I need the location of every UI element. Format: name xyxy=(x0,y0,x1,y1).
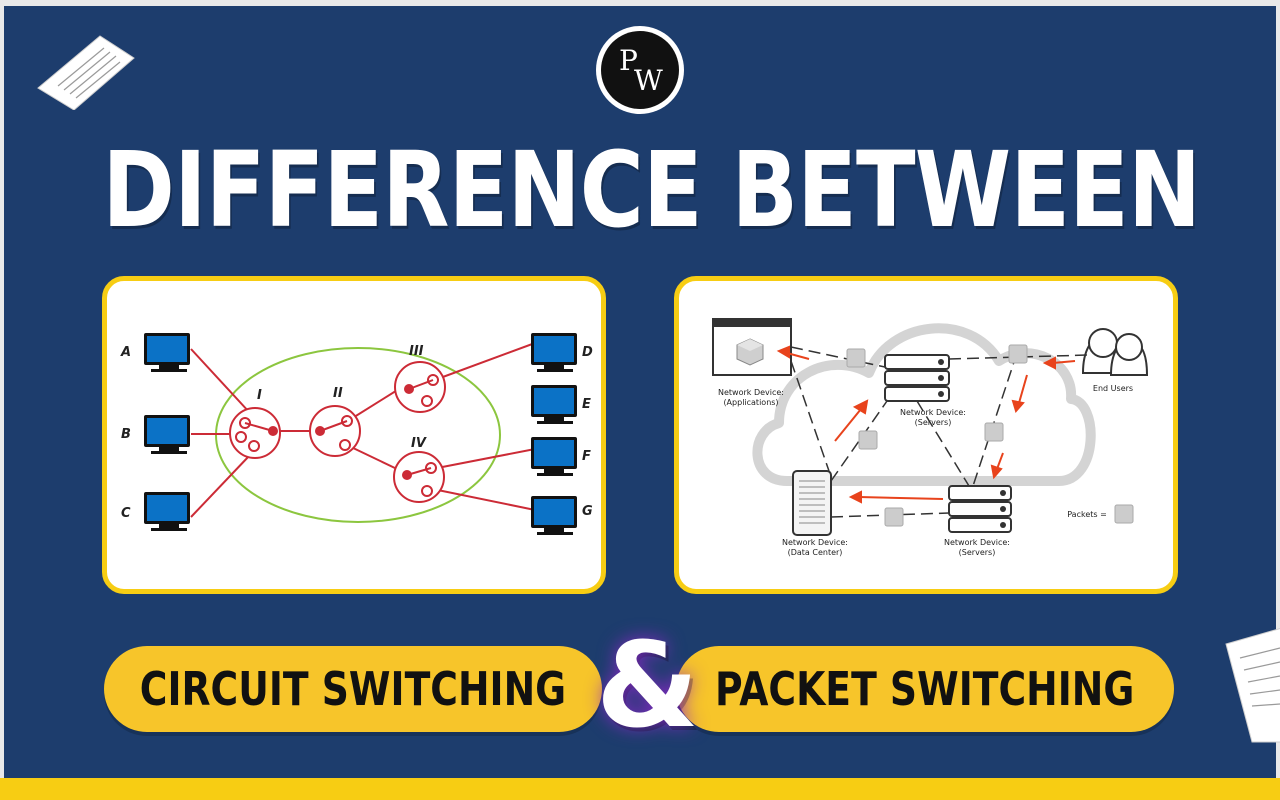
computer-icon xyxy=(144,415,190,454)
computer-icon xyxy=(531,437,577,476)
computer-icon xyxy=(144,333,190,372)
data-center-label: Network Device: xyxy=(782,538,848,547)
frame-right xyxy=(1276,0,1280,800)
servers-bottom-label: Network Device: xyxy=(944,538,1010,547)
server-icon xyxy=(948,485,1012,533)
computer-label: B xyxy=(121,427,131,442)
packet-switching-label: PACKET SWITCHING xyxy=(715,662,1135,716)
headline-title: DIFFERENCE BETWEEN xyxy=(102,129,1201,251)
packet-switching-pill: PACKET SWITCHING xyxy=(676,646,1174,732)
switch-node xyxy=(309,405,361,457)
paper-icon xyxy=(37,35,135,110)
computer-label: G xyxy=(582,504,593,519)
application-window-icon xyxy=(712,318,792,376)
computer-icon xyxy=(531,496,577,535)
computer-icon xyxy=(144,492,190,531)
pw-logo: P W xyxy=(596,26,684,114)
applications-label: (Applications) xyxy=(723,398,778,407)
logo-letters: P W xyxy=(619,44,663,97)
computer-label: C xyxy=(121,506,131,521)
svg-text:P: P xyxy=(619,44,638,77)
computer-label: E xyxy=(582,397,591,412)
servers-bottom-label: (Servers) xyxy=(959,548,996,557)
computer-label: A xyxy=(120,345,131,360)
computer-icon xyxy=(531,385,577,424)
packet-switching-diagram: Network Device: (Applications) Network D… xyxy=(712,318,1149,557)
switch-label: IV xyxy=(411,436,427,451)
logo-badge: P W xyxy=(601,31,679,109)
switch-label: III xyxy=(409,344,424,359)
bottom-accent-bar xyxy=(0,778,1280,800)
packet-flow-arrows xyxy=(776,345,1076,504)
data-center-label: (Data Center) xyxy=(788,548,843,557)
frame-left xyxy=(0,0,4,800)
data-center-icon xyxy=(792,470,832,536)
computer-label: F xyxy=(582,449,591,464)
end-users-label: End Users xyxy=(1093,384,1133,393)
packet-switching-panel: Network Device: (Applications) Network D… xyxy=(674,276,1178,594)
paper-icon xyxy=(1225,628,1280,743)
computer-label: D xyxy=(582,345,593,360)
switch-node xyxy=(229,407,281,459)
switch-node xyxy=(394,361,446,413)
computer-icon xyxy=(531,333,577,372)
network-links xyxy=(790,346,1090,518)
circuit-switching-label: CIRCUIT SWITCHING xyxy=(139,662,567,716)
applications-label: Network Device: xyxy=(718,388,784,397)
circuit-switching-diagram: I II III IV A B C xyxy=(120,333,593,535)
switch-label: II xyxy=(333,386,343,401)
packet-squares xyxy=(846,344,1134,527)
servers-top-label: (Servers) xyxy=(915,418,952,427)
packets-legend-label: Packets = xyxy=(1067,510,1107,519)
switch-node xyxy=(393,451,445,503)
circuit-switching-panel: I II III IV A B C xyxy=(102,276,606,594)
end-users-icon xyxy=(1081,328,1149,376)
svg-text:W: W xyxy=(634,64,663,97)
circuit-wires xyxy=(190,342,536,518)
cloud-shape xyxy=(752,323,1096,486)
servers-top-label: Network Device: xyxy=(900,408,966,417)
frame-top xyxy=(0,0,1280,6)
switch-label: I xyxy=(257,388,262,403)
ampersand: & xyxy=(596,616,699,754)
circuit-switching-pill: CIRCUIT SWITCHING xyxy=(104,646,602,732)
server-icon xyxy=(884,354,950,402)
